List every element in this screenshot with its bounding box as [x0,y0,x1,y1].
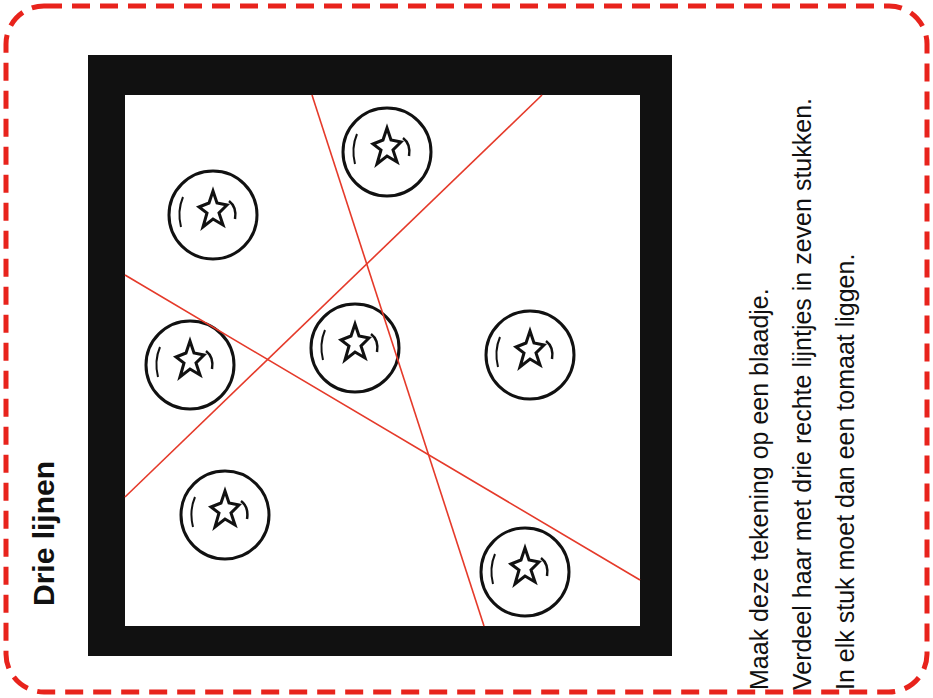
dashed-border [6,6,927,692]
tomatoes [146,108,574,616]
dividing-lines [125,95,640,626]
instruction-text: Verdeel haar met drie rechte lijntjes in… [781,90,824,690]
instruction-block: Maak deze tekening op een blaadje.Verdee… [738,90,867,690]
instruction-text: Maak deze tekening op een blaadje. [738,90,781,690]
instruction-text: In elk stuk moet dan een tomaat liggen. [824,90,867,690]
title-block: Drie lijnen [26,461,62,606]
thick-frame [88,55,672,656]
card-title: Drie lijnen [26,461,62,606]
